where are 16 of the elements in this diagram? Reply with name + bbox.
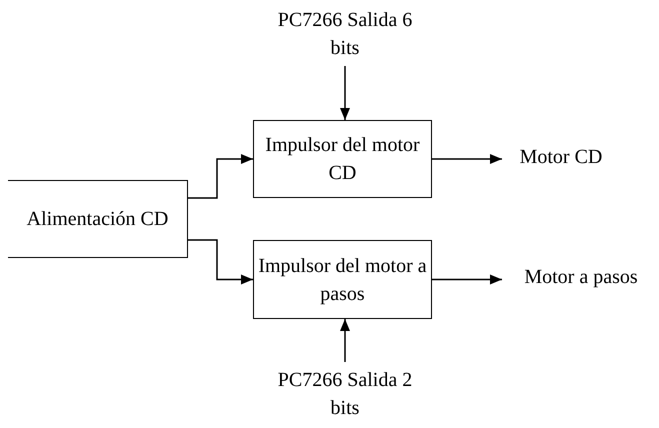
arrow: [432, 154, 502, 164]
block-box: [253, 240, 432, 319]
arrow: [340, 319, 350, 362]
arrow: [188, 239, 253, 284]
block-text: Motor a pasos: [524, 265, 638, 290]
arrow: [340, 66, 350, 120]
block-box: [8, 180, 188, 258]
block-text: Alimentación CD: [26, 207, 168, 232]
block-text: Motor CD: [520, 145, 602, 170]
block-text: Impulsor del motor CD: [264, 133, 421, 186]
block-text: PC7266 Salida 6 bits: [276, 8, 414, 61]
block-text: Impulsor del motor a pasos: [257, 254, 428, 306]
block-text: PC7266 Salida 2 bits: [276, 368, 414, 421]
arrow: [432, 274, 502, 284]
block-box: [253, 120, 432, 198]
arrow: [188, 154, 253, 199]
